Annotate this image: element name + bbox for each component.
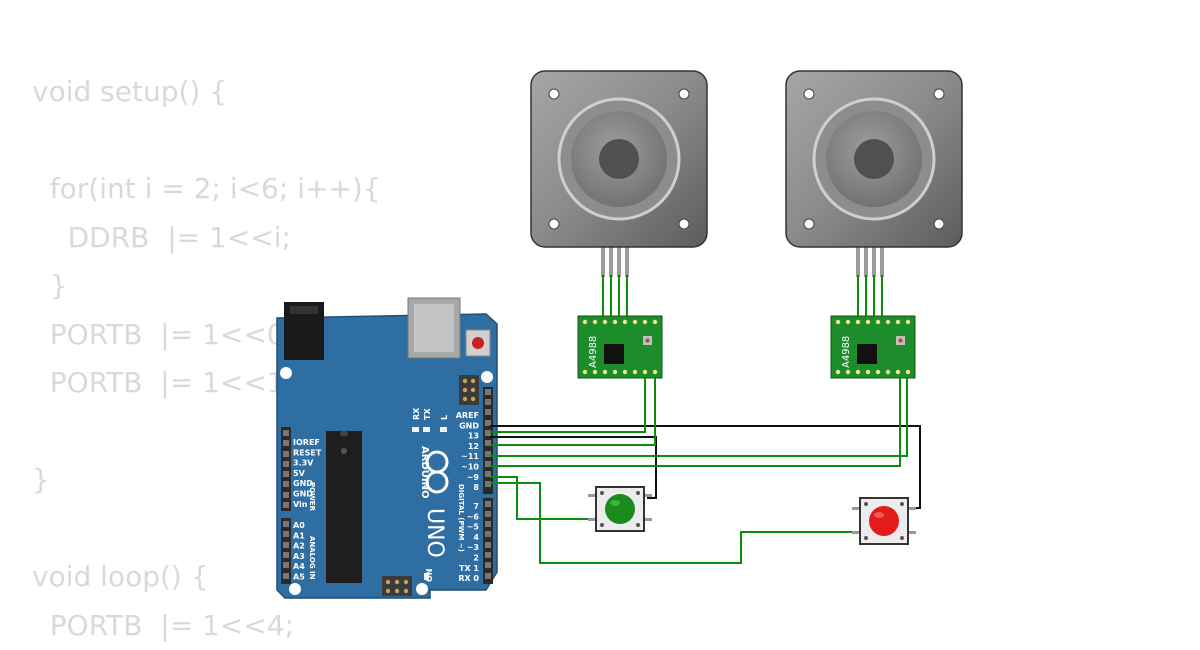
pin-label: ~10 <box>461 463 479 472</box>
arduino-brand: ARDUINO <box>419 446 430 498</box>
driver-label: A4988 <box>588 336 599 368</box>
pin-label: RESET <box>293 448 322 457</box>
pin-label: TX 1 <box>459 564 479 573</box>
stepper-motor-2[interactable] <box>786 71 962 277</box>
circuit-canvas: A4988 A4988 <box>0 0 1200 630</box>
pin-label: 13 <box>468 432 479 441</box>
icsp-header-top <box>459 375 479 405</box>
pin-label: RX 0 <box>458 574 479 583</box>
pin-label: Vin <box>293 500 308 509</box>
pin-label: ~11 <box>461 452 479 461</box>
pin-label: 4 <box>473 533 479 542</box>
pin-label: IOREF <box>293 438 320 447</box>
pin-label: GND <box>459 421 479 430</box>
led-label-l: L <box>440 415 449 420</box>
pushbutton-green[interactable] <box>588 487 652 531</box>
pin-label: A1 <box>293 531 305 540</box>
pin-label: A4 <box>293 562 305 571</box>
wire-9-green <box>490 378 900 466</box>
pin-label: ~5 <box>467 523 480 532</box>
pin-label: 2 <box>473 554 479 563</box>
pin-label: A0 <box>293 521 305 530</box>
a4988-driver-1[interactable]: A4988 <box>578 316 662 378</box>
arduino-uno-board[interactable]: RX TX L ON ARDUINO UNO DIGITAL (PWM ~) P… <box>277 298 497 598</box>
wire-12-green <box>490 378 645 432</box>
analog-in-label: ANALOG IN <box>308 536 316 580</box>
pin-label: AREF <box>456 411 479 420</box>
pin-label: GND <box>293 490 313 499</box>
icsp-header-bottom <box>382 576 412 596</box>
wires <box>490 378 920 563</box>
pin-label: 5V <box>293 469 306 478</box>
pin-label: A3 <box>293 552 305 561</box>
atmega-chip <box>326 431 362 583</box>
pin-label: GND <box>293 479 313 488</box>
mounting-hole <box>289 583 301 595</box>
digital-pwm-label: DIGITAL (PWM ~) <box>457 484 465 552</box>
led-label-tx: TX <box>423 408 432 420</box>
led-label-rx: RX <box>412 407 421 420</box>
pin-label: 12 <box>468 442 479 451</box>
pushbutton-red[interactable] <box>852 498 916 544</box>
a4988-driver-2[interactable]: A4988 <box>831 316 915 378</box>
power-header[interactable] <box>281 427 291 511</box>
pin-label: 7 <box>473 502 479 511</box>
driver-label: A4988 <box>841 336 852 368</box>
pin-label: ~3 <box>467 543 479 552</box>
motor-wires <box>603 275 882 318</box>
digital-header-bottom[interactable] <box>483 498 493 584</box>
mounting-hole <box>416 583 428 595</box>
pin-label: ~6 <box>467 512 480 521</box>
pin-label: A5 <box>293 573 305 582</box>
pin-label: 8 <box>473 483 479 492</box>
uno-label: UNO <box>422 508 447 558</box>
mounting-hole <box>280 367 292 379</box>
wire-11-green <box>490 378 655 445</box>
pin-label: 3.3V <box>293 459 314 468</box>
wire-8b-green <box>490 483 852 563</box>
mounting-hole <box>481 371 493 383</box>
pin-label: A2 <box>293 542 305 551</box>
pin-label: ~9 <box>467 473 480 482</box>
stepper-motor-1[interactable] <box>531 71 707 277</box>
on-label: ON <box>425 569 434 583</box>
